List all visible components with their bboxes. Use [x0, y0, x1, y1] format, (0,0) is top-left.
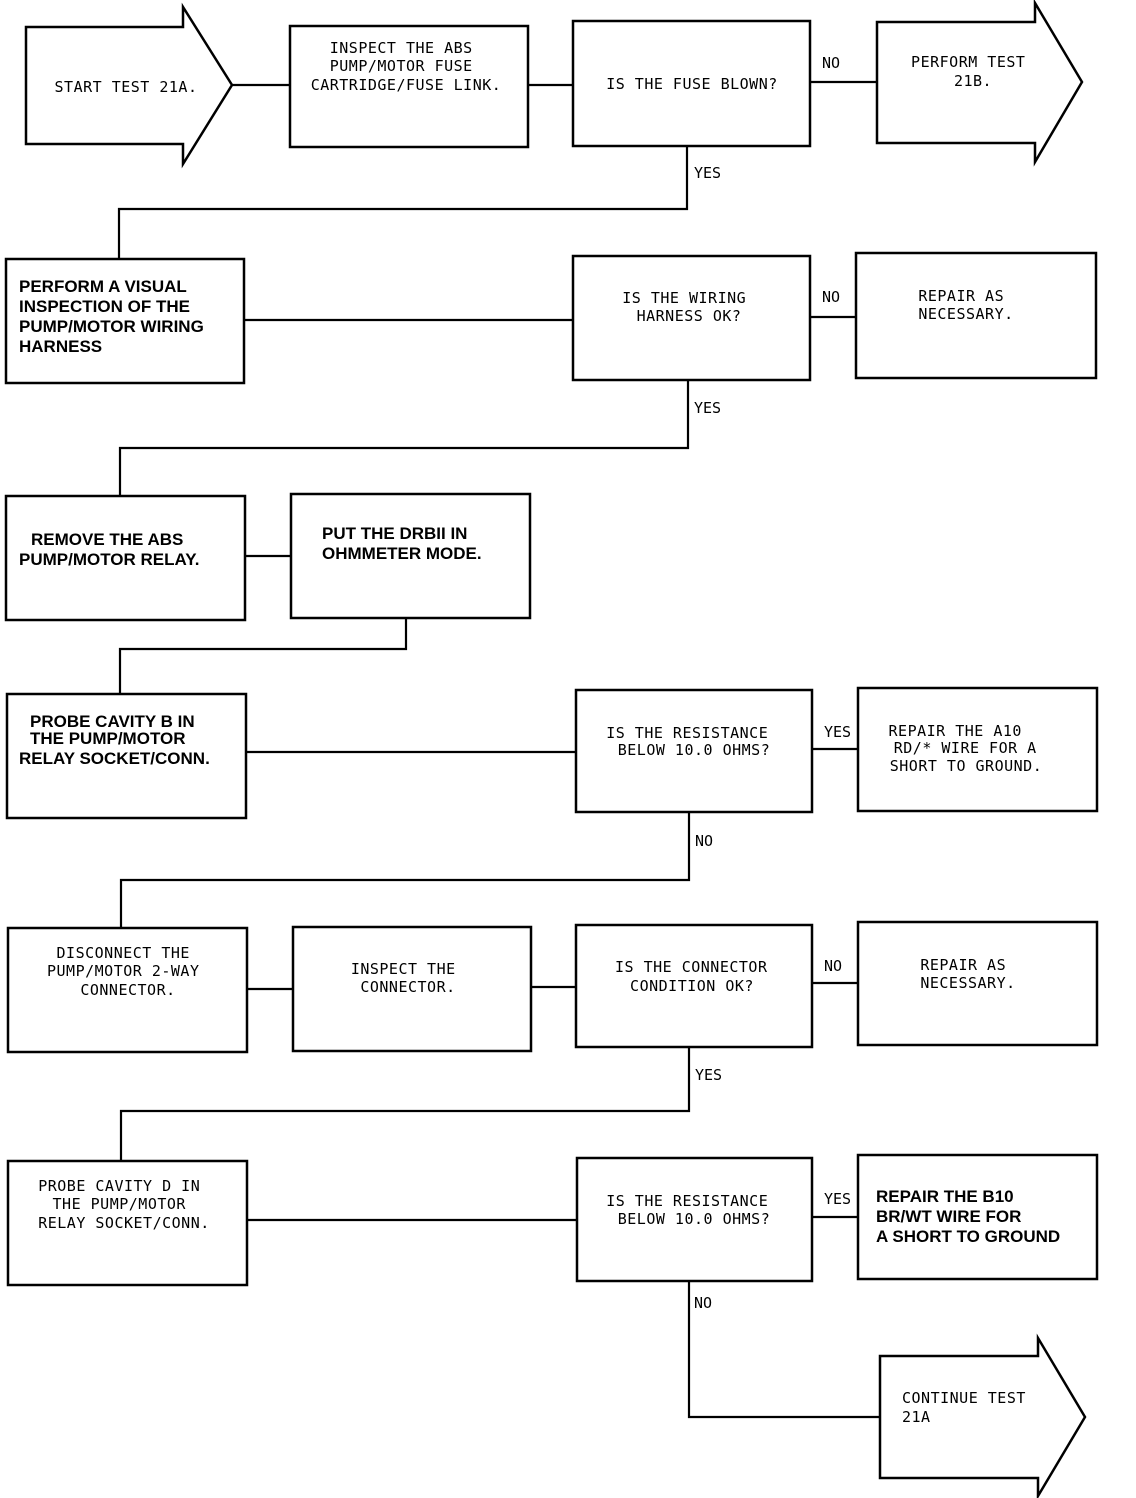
wiring-ok-box — [571, 254, 812, 382]
start-node: START TEST 21A. — [55, 78, 198, 96]
edge-label-wiring-yes: YES — [694, 399, 721, 417]
edge-labels: NO YES NO YES YES NO NO YES YES NO — [694, 54, 851, 1312]
inspect-fuse-node: INSPECT THE ABS PUMP/MOTOR FUSE CARTRIDG… — [311, 39, 502, 94]
edge-label-fuse-no: NO — [822, 54, 840, 72]
perform-21b-node: PERFORM TEST 21B. — [911, 53, 1035, 90]
edge-conn-yes — [119, 1047, 691, 1161]
repair-b10-node: REPAIR THE B10 BR/WT WIRE FOR A SHORT TO… — [876, 1187, 1060, 1246]
edge-fuse-yes — [117, 146, 689, 259]
repair-1-box — [854, 251, 1098, 380]
edge-label-wiring-no: NO — [822, 288, 840, 306]
remove-relay-node: REMOVE THE ABS PUMP/MOTOR RELAY. — [19, 530, 199, 569]
resistance-1-box — [574, 688, 814, 814]
edge-res1-no — [119, 812, 691, 928]
repair-b10-box — [856, 1153, 1099, 1281]
connector-ok-node: IS THE CONNECTOR CONDITION OK? — [615, 958, 777, 995]
fuse-blown-box — [571, 19, 812, 148]
shapes — [4, 0, 1099, 1498]
edge-drbii-probe — [118, 618, 408, 694]
inspect-connector-box — [291, 925, 533, 1053]
continue-21a-arrow-shape — [878, 1333, 1087, 1498]
repair-a10-node: REPAIR THE A10 RD/* WIRE FOR A SHORT TO … — [889, 722, 1047, 775]
drbii-node: PUT THE DRBII IN OHMMETER MODE. — [322, 524, 482, 563]
repair-1-node: REPAIR AS NECESSARY. — [918, 287, 1013, 323]
edge-label-res2-no: NO — [694, 1294, 712, 1312]
wiring-ok-node: IS THE WIRING HARNESS OK? — [622, 289, 755, 325]
inspect-connector-node: INSPECT THE CONNECTOR. — [351, 960, 465, 996]
visual-inspection-node: PERFORM A VISUAL INSPECTION OF THE PUMP/… — [19, 277, 209, 356]
edge-label-conn-no: NO — [824, 957, 842, 975]
connector-ok-box — [574, 923, 814, 1049]
resistance-2-box — [575, 1156, 814, 1283]
edge-label-fuse-yes: YES — [694, 164, 721, 182]
visual-inspection-box — [4, 257, 246, 385]
edge-label-res2-yes: YES — [824, 1190, 851, 1208]
inspect-fuse-box — [288, 24, 530, 149]
perform-21b-arrow-shape — [875, 0, 1084, 167]
repair-a10-box — [856, 686, 1099, 813]
fuse-blown-node: IS THE FUSE BLOWN? — [606, 75, 778, 93]
probe-b-box — [5, 692, 248, 820]
disconnect-node: DISCONNECT THE PUMP/MOTOR 2-WAY CONNECTO… — [47, 944, 209, 999]
node-labels: START TEST 21A. INSPECT THE ABS PUMP/MOT… — [19, 39, 1060, 1426]
connectors — [117, 80, 880, 1419]
drbii-box — [289, 492, 532, 620]
probe-b-node: PROBE CAVITY B IN THE PUMP/MOTOR RELAY S… — [19, 712, 210, 768]
probe-d-box — [6, 1159, 249, 1287]
edge-wiring-yes — [118, 380, 690, 496]
resistance-1-node: IS THE RESISTANCE BELOW 10.0 OHMS? — [606, 724, 778, 759]
edge-label-res1-yes: YES — [824, 723, 851, 741]
continue-21a-node: CONTINUE TEST 21A — [902, 1389, 1035, 1426]
edge-label-res1-no: NO — [695, 832, 713, 850]
edge-res2-no — [687, 1281, 880, 1419]
disconnect-box — [6, 926, 249, 1054]
resistance-2-node: IS THE RESISTANCE BELOW 10.0 OHMS? — [606, 1192, 778, 1228]
probe-d-node: PROBE CAVITY D IN THE PUMP/MOTOR RELAY S… — [38, 1177, 210, 1232]
repair-2-box — [856, 920, 1099, 1047]
repair-2-node: REPAIR AS NECESSARY. — [920, 956, 1015, 992]
edge-label-conn-yes: YES — [695, 1066, 722, 1084]
remove-relay-box — [4, 494, 247, 622]
start-arrow-shape — [24, 2, 234, 169]
